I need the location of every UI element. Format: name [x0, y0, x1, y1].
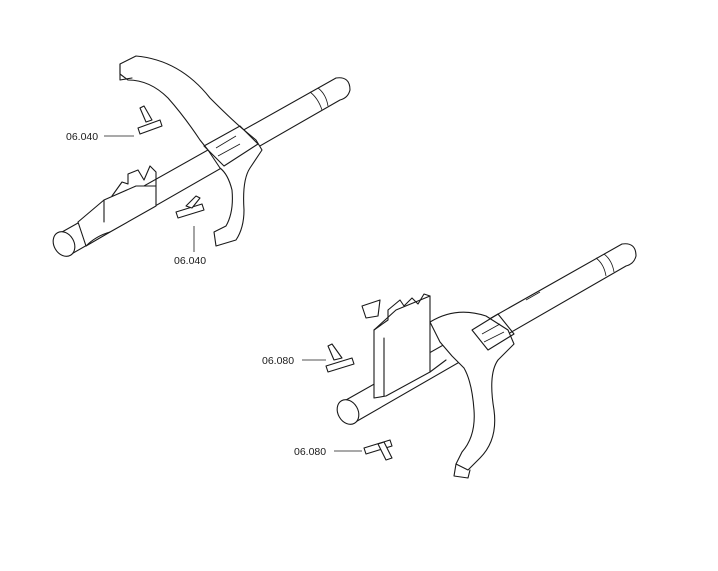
lower-fork-assembly — [302, 243, 637, 479]
upper-pin-2 — [175, 195, 205, 219]
upper-shift-fork — [119, 55, 263, 247]
upper-fork-assembly — [52, 55, 351, 257]
callout-label: 06.040 — [174, 255, 206, 267]
callout-label: 06.080 — [262, 355, 294, 367]
callout-label: 06.080 — [294, 446, 326, 458]
upper-pin-1 — [137, 105, 163, 135]
lower-pin-1 — [325, 343, 355, 373]
upper-bracket — [77, 165, 157, 247]
lower-shift-fork — [429, 311, 515, 479]
callout-label: 06.040 — [66, 131, 98, 143]
lower-pin-2 — [363, 439, 393, 461]
lower-bracket — [361, 293, 447, 399]
